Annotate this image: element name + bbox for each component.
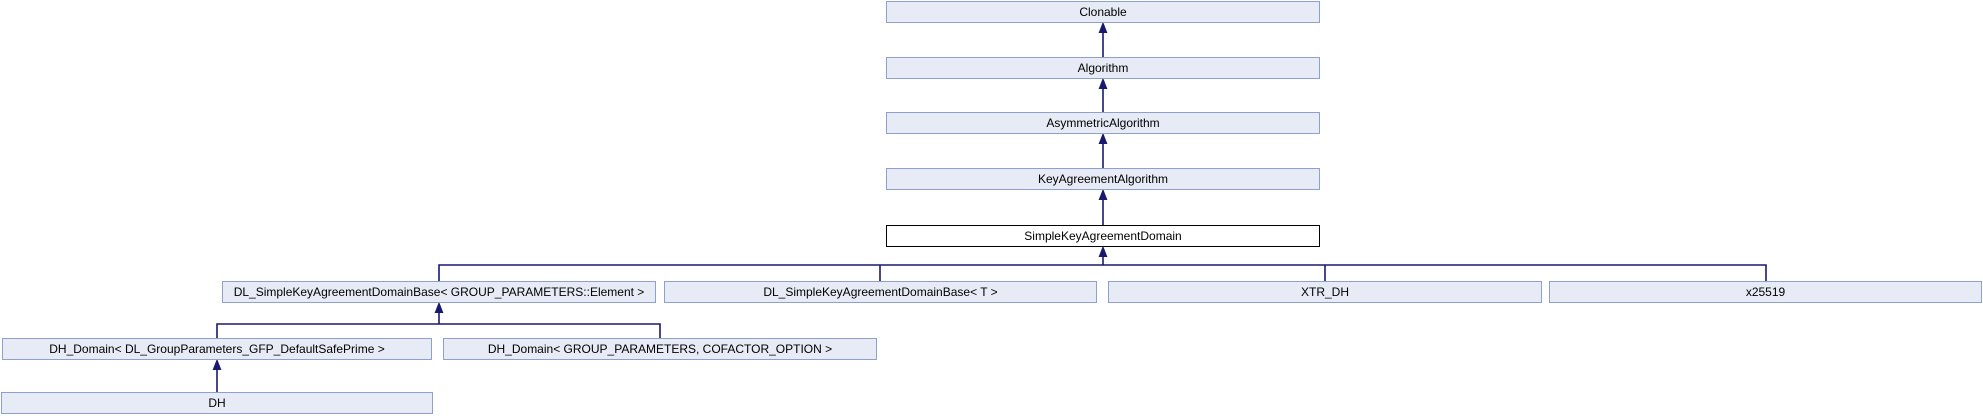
edge-keyagreementalgorithm-to-asymmetricalgorithm bbox=[1098, 132, 1108, 168]
node-key-agreement-algorithm[interactable]: KeyAgreementAlgorithm bbox=[886, 168, 1320, 190]
node-clonable[interactable]: Clonable bbox=[886, 1, 1320, 23]
edge-children-to-simplekeyagreementdomain bbox=[438, 245, 1767, 281]
edge-asymmetricalgorithm-to-algorithm bbox=[1098, 77, 1108, 112]
node-asymmetric-algorithm[interactable]: AsymmetricAlgorithm bbox=[886, 112, 1320, 134]
node-x25519[interactable]: x25519 bbox=[1549, 281, 1982, 303]
node-algorithm[interactable]: Algorithm bbox=[886, 57, 1320, 79]
edge-dhdomains-to-dlbase-element bbox=[216, 301, 661, 338]
edge-dh-to-dhdomain-safeprime bbox=[212, 358, 222, 392]
node-dl-simplekeyagreementdomainbase-t[interactable]: DL_SimpleKeyAgreementDomainBase< T > bbox=[664, 281, 1097, 303]
node-dh-domain-defaultsafeprime[interactable]: DH_Domain< DL_GroupParameters_GFP_Defaul… bbox=[2, 338, 432, 360]
edge-algorithm-to-clonable bbox=[1098, 21, 1108, 57]
node-simple-key-agreement-domain-current: SimpleKeyAgreementDomain bbox=[886, 225, 1320, 247]
node-dh-domain-cofactor-option[interactable]: DH_Domain< GROUP_PARAMETERS, COFACTOR_OP… bbox=[443, 338, 877, 360]
node-dl-simplekeyagreementdomainbase-element[interactable]: DL_SimpleKeyAgreementDomainBase< GROUP_P… bbox=[222, 281, 656, 303]
edge-simplekeyagreementdomain-to-keyagreementalgorithm bbox=[1098, 188, 1108, 225]
node-dh[interactable]: DH bbox=[1, 392, 433, 414]
node-xtr-dh[interactable]: XTR_DH bbox=[1108, 281, 1542, 303]
